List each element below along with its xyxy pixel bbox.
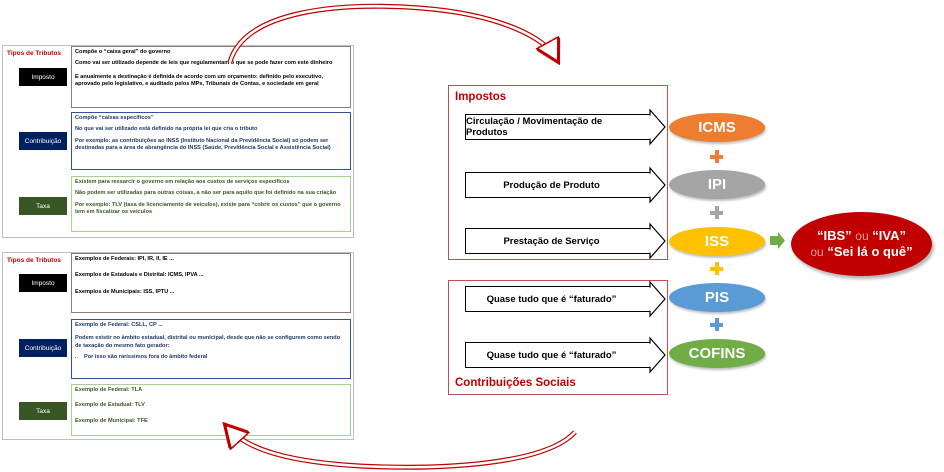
desc-line: Exemplo de Estadual: TLV [75, 402, 145, 409]
arrow-faturado-2: Quase tudo que é “faturado” [465, 342, 651, 368]
desc-line: Podem existir no âmbito estadual, distri… [75, 335, 341, 349]
desc-line: Por exemplo: TLV (taxa de licenciamento … [75, 201, 341, 216]
arrow-producao: Produção de Produto [465, 172, 651, 198]
label-taxa: Taxa [19, 197, 67, 215]
arrow-label: Quase tudo que é “faturado” [486, 349, 617, 361]
tax-pis: PIS [669, 283, 765, 312]
label-imposto: Imposto [19, 68, 67, 86]
desc-line: Como vai ser utilizado depende de leis q… [75, 60, 333, 67]
desc-line: Exemplo de Federal: TLA [75, 387, 143, 393]
arrow-label: Prestação de Serviço [503, 235, 600, 247]
desc-line: No que vai ser utilizado está definido n… [75, 126, 258, 133]
tax-cofins: COFINS [669, 339, 765, 368]
table-header: Tipos de Tributos [7, 257, 62, 264]
desc-taxa: Existem para ressarcir o governo em rela… [71, 176, 351, 232]
desc-line: Exemplos de Estaduais e Distrital: ICMS,… [75, 272, 204, 279]
label-contribuicao: Contribuição [19, 132, 67, 150]
desc-line: Por exemplo: as contribuições ao INSS (I… [75, 137, 331, 152]
desc-line: Compõe “caixas específicos” [75, 115, 154, 121]
arrow-head-5 [649, 336, 666, 374]
impostos-title: Impostos [455, 91, 507, 103]
tax-icms: ICMS [669, 113, 765, 142]
plus-icon [710, 206, 723, 219]
desc-bullet: Por isso são raríssimos fora do âmbito f… [84, 354, 347, 361]
desc-line: Compõe o “caixa geral” do governo [75, 49, 171, 55]
arrow-circulacao: Circulação / Movimentação de Produtos [465, 114, 651, 140]
result-line-1: “IBS” ou “IVA” [817, 228, 906, 243]
plus-icon [710, 150, 723, 163]
tax-iss: ISS [669, 227, 765, 256]
desc-contribuicao: Compõe “caixas específicos” No que vai s… [71, 112, 351, 170]
tributos-table-2: Tipos de Tributos Imposto Exemplos de Fe… [2, 252, 354, 440]
arrow-head-4 [649, 280, 666, 318]
plus-icon [710, 262, 723, 275]
arrow-label: Circulação / Movimentação de Produtos [466, 116, 603, 138]
arrow-head-1 [649, 108, 666, 146]
desc-imposto-exemplos: Exemplos de Federais: IPI, IR, II, IE ..… [71, 253, 351, 313]
arrow-label: Quase tudo que é “faturado” [486, 293, 617, 305]
desc-line: Não podem ser utilizadas para outras coi… [75, 190, 337, 197]
result-line-2: ou “Sei lá o quê” [810, 244, 913, 259]
arrow-head-2 [649, 166, 666, 204]
label-imposto: Imposto [19, 274, 67, 292]
result-oval: “IBS” ou “IVA” ou “Sei lá o quê” [791, 212, 932, 276]
desc-line: Existem para ressarcir o governo em rela… [75, 179, 290, 185]
desc-line: E anualmente a destinação é definida de … [75, 73, 324, 88]
desc-line: Exemplos de Federais: IPI, IR, II, IE ..… [75, 256, 174, 262]
contribuicoes-title: Contribuições Sociais [455, 377, 576, 389]
desc-line: Exemplo de Federal: CSLL, CP ... [75, 322, 163, 328]
label-contribuicao: Contribuição [19, 339, 67, 357]
impostos-frame [448, 85, 668, 260]
label-taxa: Taxa [19, 402, 67, 420]
desc-taxa-exemplos: Exemplo de Federal: TLA Exemplo de Estad… [71, 384, 351, 436]
tax-ipi: IPI [669, 170, 765, 199]
desc-line: Exemplo de Municipal: TFE [75, 417, 148, 424]
plus-icon [710, 318, 723, 331]
green-arrow [770, 232, 785, 249]
desc-line: Exemplos de Municipais: ISS, IPTU ... [75, 288, 175, 295]
desc-imposto: Compõe o “caixa geral” do governo Como v… [71, 46, 351, 108]
arrow-faturado-1: Quase tudo que é “faturado” [465, 286, 651, 312]
arrow-label: Produção de Produto [503, 179, 600, 191]
contribuicoes-frame [448, 280, 668, 395]
table-header: Tipos de Tributos [7, 50, 62, 57]
arrow-head-3 [649, 222, 666, 260]
arrow-prestacao: Prestação de Serviço [465, 228, 651, 254]
desc-contribuicao-exemplos: Exemplo de Federal: CSLL, CP ... Podem e… [71, 319, 351, 379]
tributos-table-1: Tipos de Tributos Imposto Compõe o “caix… [2, 45, 354, 238]
